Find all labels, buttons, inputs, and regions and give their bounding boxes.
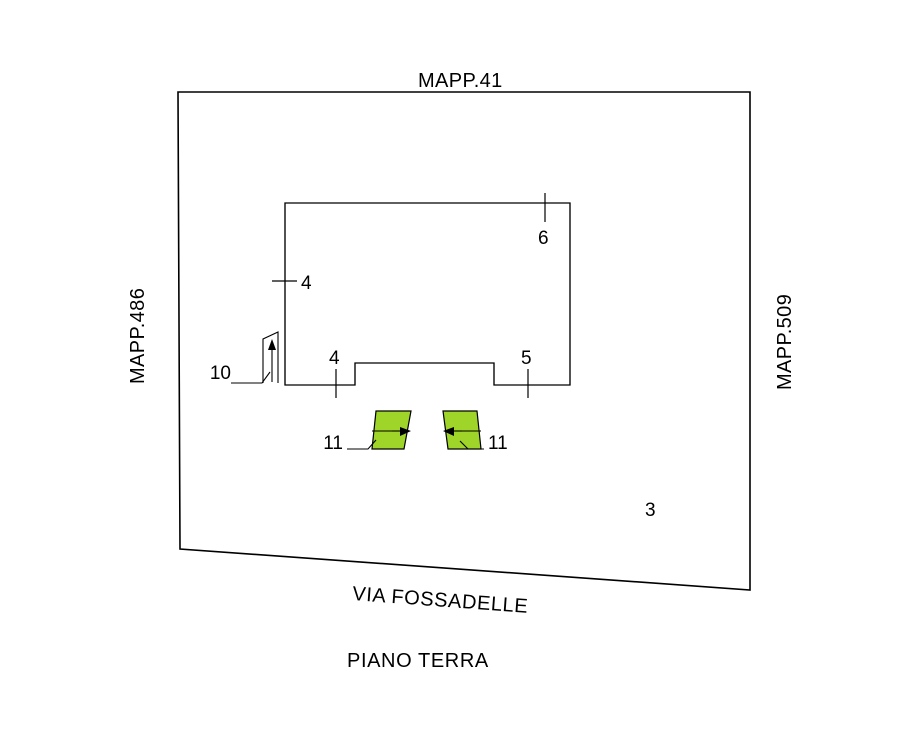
green-area-left-group[interactable] <box>371 410 412 450</box>
parcel-label-east: MAPP.509 <box>774 294 796 390</box>
green-access-area-left[interactable] <box>371 410 412 450</box>
marker-label-11-right: 11 <box>488 433 508 454</box>
marker-label-5: 5 <box>521 348 532 369</box>
building-footprint-outline <box>284 202 571 386</box>
parcel-label-north: MAPP.41 <box>418 70 503 92</box>
marker-label-10: 10 <box>210 363 231 384</box>
leader-line-marker-10 <box>231 371 271 384</box>
stair-detail-group <box>262 331 279 383</box>
green-left-direction-arrow-icon <box>400 427 411 436</box>
marker-label-4-west: 4 <box>301 273 312 294</box>
stair-up-arrow-icon <box>268 339 276 350</box>
green-right-direction-arrow-icon <box>443 427 454 436</box>
parcel-boundary-outline <box>177 91 751 591</box>
drawing-title-label: PIANO TERRA <box>347 650 489 672</box>
marker-label-6: 6 <box>538 228 549 249</box>
marker-label-4-south: 4 <box>329 348 340 369</box>
stair-shape-outline <box>262 331 279 383</box>
street-name-label: VIA FOSSADELLE <box>352 583 529 618</box>
marker-label-3: 3 <box>645 500 656 521</box>
marker-label-11-left: 11 <box>323 433 343 454</box>
parcel-label-west: MAPP.486 <box>127 288 149 384</box>
leader-line-marker-11-right <box>459 440 484 450</box>
leader-line-marker-11-left <box>347 439 377 450</box>
